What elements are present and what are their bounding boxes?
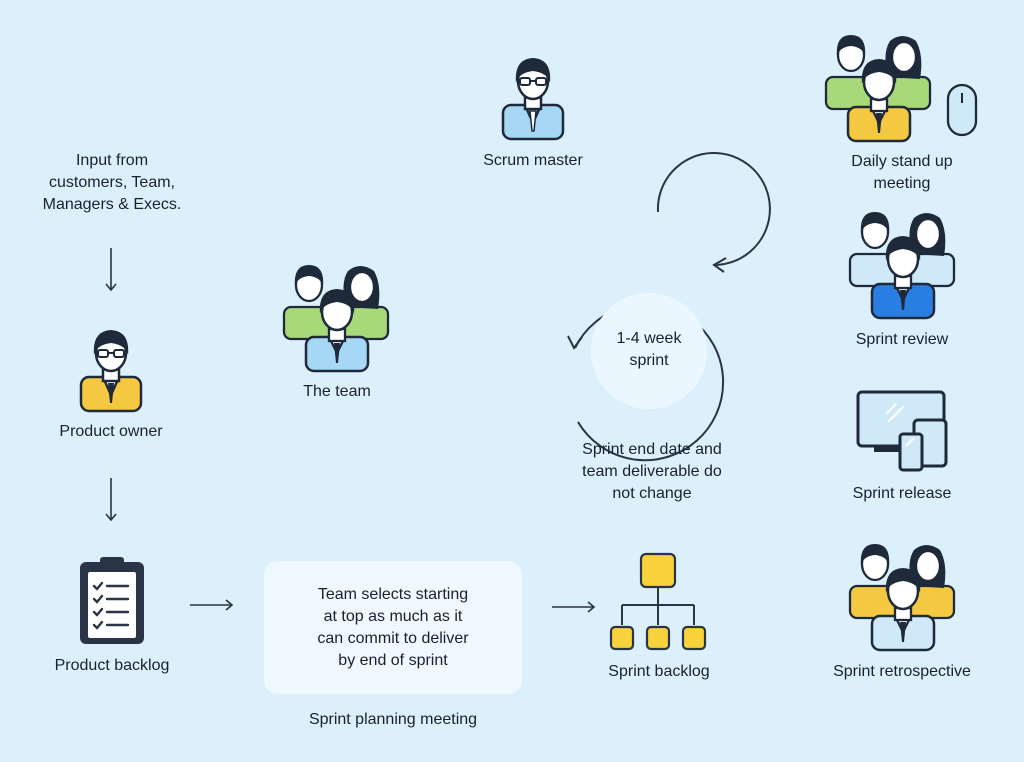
sprint-release-label: Sprint release [852, 485, 952, 502]
team-icon [282, 265, 390, 373]
daily-standup-label: Daily stand up meeting [851, 153, 953, 192]
sprint-review-icon [848, 212, 956, 320]
scrum-master-label: Scrum master [483, 152, 583, 169]
sprint-note-label: Sprint end date and team deliverable do … [582, 441, 722, 502]
sprint-planning-meeting-label: Sprint planning meeting [308, 711, 478, 728]
sprint-review-label: Sprint review [855, 331, 949, 348]
daily-standup-icon [824, 35, 978, 143]
sprint-retrospective-icon [848, 544, 956, 652]
sprint-planning-box [264, 561, 522, 694]
sprint-backlog-label: Sprint backlog [608, 663, 710, 680]
arrow-down-1 [105, 248, 117, 292]
devices-icon [856, 390, 948, 472]
product-owner-icon [79, 330, 143, 413]
arrow-right-2 [552, 601, 596, 613]
sprint-backlog-icon [609, 552, 707, 651]
product-owner-label: Product owner [59, 423, 163, 440]
sprint-cycle-circle [591, 293, 707, 409]
arrow-down-2 [105, 478, 117, 522]
clipboard-icon [80, 557, 144, 644]
sprint-planning-description: Team selects starting at top as much as … [317, 586, 469, 669]
arrow-right-1 [190, 599, 234, 611]
input-sources-label: Input from customers, Team, Managers & E… [42, 152, 182, 213]
product-backlog-label: Product backlog [54, 657, 170, 674]
sprint-duration-label: 1-4 week sprint [616, 330, 682, 369]
scrum-master-icon [501, 58, 565, 141]
sprint-retrospective-label: Sprint retrospective [833, 663, 971, 680]
team-label: The team [303, 383, 371, 400]
